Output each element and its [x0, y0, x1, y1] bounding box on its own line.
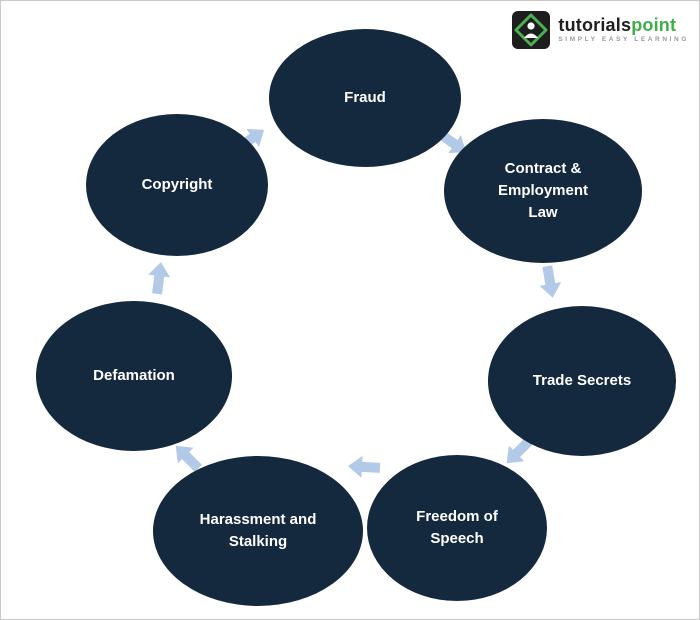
- node-fraud: Fraud: [269, 29, 461, 167]
- node-copyright: Copyright: [86, 114, 268, 256]
- arrow-freedom-to-harassment: [348, 455, 381, 478]
- node-label: Freedom of Speech: [416, 508, 498, 547]
- arrow-trade-secrets-to-freedom: [506, 437, 533, 464]
- brand-name-primary: tutorials: [558, 15, 632, 36]
- arrow-harassment-to-defamation: [175, 445, 202, 472]
- node-defamation: Defamation: [36, 301, 232, 451]
- node-trade-secrets: Trade Secrets: [488, 306, 676, 456]
- brand-name-accent: point: [631, 15, 677, 36]
- node-label: Harassment and Stalking: [199, 511, 317, 550]
- node-label: Fraud: [344, 89, 386, 107]
- node-freedom-of-speech: Freedom of Speech: [367, 455, 547, 601]
- arrow-defamation-to-copyright: [148, 262, 171, 295]
- node-harassment-and-stalking: Harassment and Stalking: [153, 456, 363, 606]
- brand-text: tutorialspoint SIMPLY EASY LEARNING: [558, 16, 689, 44]
- node-label: Trade Secrets: [532, 372, 632, 390]
- brand-name: tutorialspoint: [558, 16, 689, 35]
- node-label: Copyright: [141, 176, 213, 194]
- node-label: Contract & Employment Law: [497, 160, 588, 221]
- brand-tagline: SIMPLY EASY LEARNING: [558, 36, 689, 44]
- tutorialspoint-logo-icon: [512, 11, 551, 49]
- brand-logo: tutorialspoint SIMPLY EASY LEARNING: [510, 9, 689, 51]
- node-label: Defamation: [93, 367, 175, 385]
- arrow-contract-to-trade-secrets: [539, 265, 562, 298]
- node-contract-employment-law: Contract & Employment Law: [444, 119, 642, 263]
